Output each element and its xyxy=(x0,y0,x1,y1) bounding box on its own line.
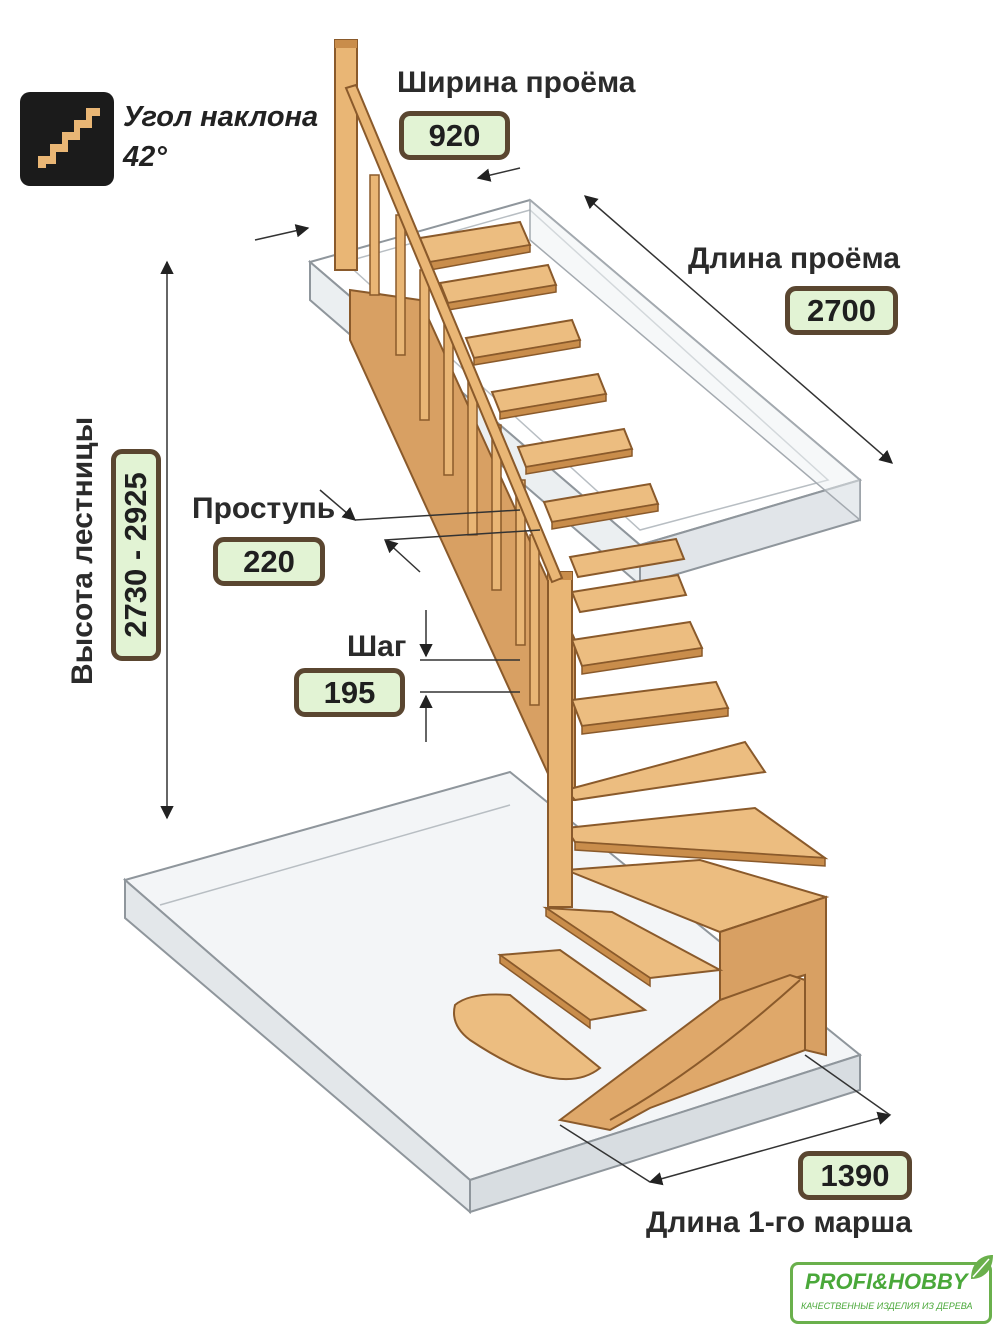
newel-posts xyxy=(334,39,573,908)
stairs-icon xyxy=(20,92,114,186)
step-label: Шаг xyxy=(347,630,407,663)
logo-tagline: КАЧЕСТВЕННЫЕ ИЗДЕЛИЯ ИЗ ДЕРЕВА xyxy=(801,1301,973,1311)
first-flight-label: Длина 1-го марша xyxy=(646,1206,912,1239)
opening-width-value: 920 xyxy=(399,111,510,160)
logo-text: PROFI&HOBBY xyxy=(805,1269,968,1294)
handrail xyxy=(344,83,564,584)
lower-flight-treads xyxy=(453,906,724,1081)
angle-title: Угол наклона xyxy=(123,101,319,133)
opening-length-label: Длина проёма xyxy=(688,242,900,275)
angle-value: 42° xyxy=(123,141,167,173)
stair-height-label: Высота лестницы xyxy=(66,416,99,685)
tread-value: 220 xyxy=(213,537,325,586)
tread-label: Проступь xyxy=(192,492,336,525)
first-flight-value: 1390 xyxy=(798,1151,912,1200)
stair-height-value: 2730 - 2925 xyxy=(111,449,161,661)
angle-label: Угол наклона 42° xyxy=(123,97,318,177)
dimension-step xyxy=(419,610,520,742)
leaf-icon xyxy=(971,1255,993,1279)
step-value: 195 xyxy=(294,668,405,717)
dimension-tread xyxy=(319,489,541,573)
dimension-opening-width xyxy=(254,167,521,241)
dimension-first-flight xyxy=(559,1054,892,1186)
winder-treads xyxy=(564,740,830,934)
dimension-opening-length xyxy=(583,195,894,464)
lower-flight-support xyxy=(557,895,827,1132)
brand-logo: PROFI&HOBBY КАЧЕСТВЕННЫЕ ИЗДЕЛИЯ ИЗ ДЕРЕ… xyxy=(790,1255,993,1324)
opening-length-value: 2700 xyxy=(785,286,898,335)
opening-width-label: Ширина проёма xyxy=(397,66,636,99)
